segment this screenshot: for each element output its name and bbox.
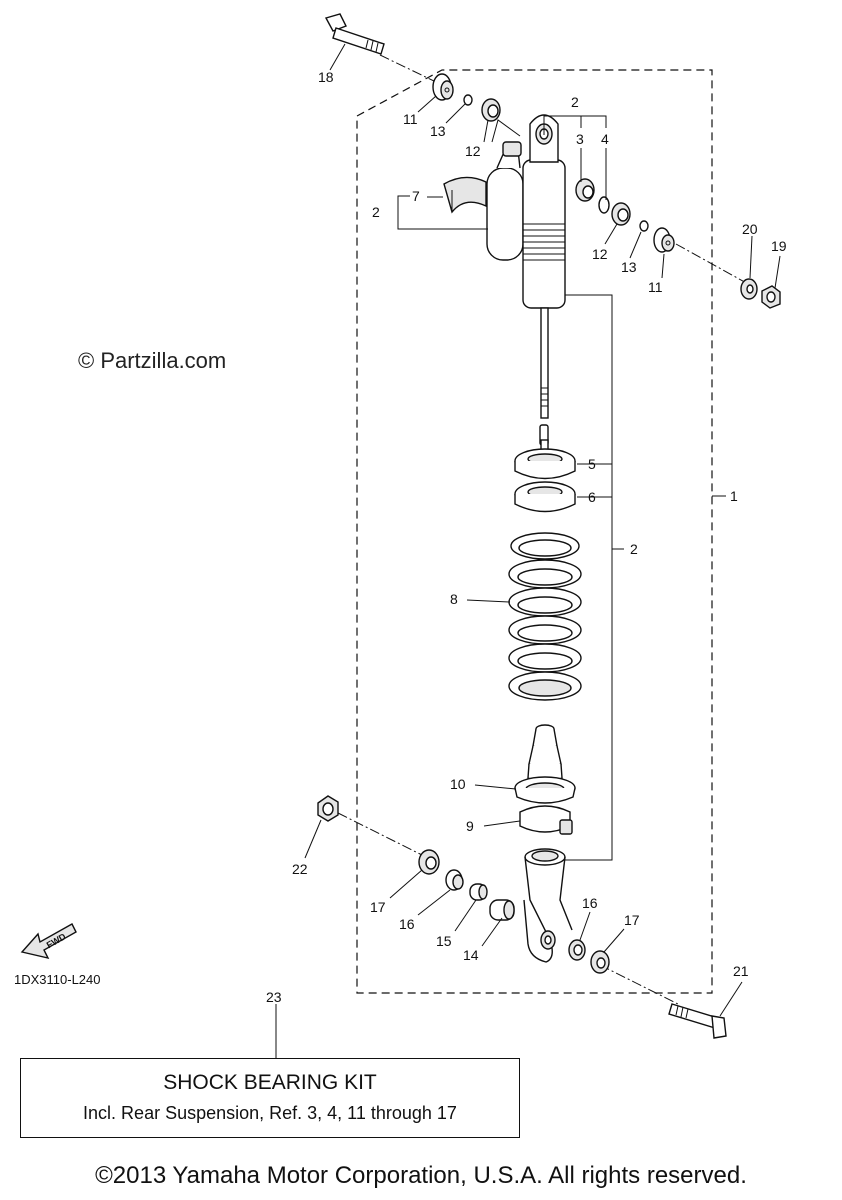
callout-6: 6 xyxy=(588,489,596,505)
part-15-collar xyxy=(469,883,488,901)
callout-7: 7 xyxy=(412,188,420,204)
diagram-code: 1DX3110-L240 xyxy=(14,972,101,987)
part-5-ring-nut xyxy=(514,448,576,480)
part-17-seal-lower xyxy=(418,849,440,875)
callout-2: 2 xyxy=(571,94,579,110)
upper-axis-line xyxy=(379,54,437,83)
part-12-seal-right xyxy=(611,202,631,226)
part-12-seal-upper xyxy=(481,98,501,122)
callout-20: 20 xyxy=(742,221,758,237)
callout-18: 18 xyxy=(318,69,334,85)
callout-15: 15 xyxy=(436,933,452,949)
part-11-collar-upper xyxy=(432,73,454,101)
callout-2: 2 xyxy=(372,204,380,220)
shock-rod xyxy=(539,307,549,453)
part-17-seal-right xyxy=(590,950,610,974)
lower-clevis xyxy=(523,848,573,963)
callout-13: 13 xyxy=(430,123,446,139)
upper-right-axis-line xyxy=(675,243,751,286)
part-6-lock-nut xyxy=(514,481,576,513)
reservoir-tank xyxy=(486,141,524,261)
copyright-notice: ©2013 Yamaha Motor Corporation, U.S.A. A… xyxy=(95,1162,747,1189)
callout-19: 19 xyxy=(771,238,787,254)
lower-axis-line xyxy=(337,812,429,859)
part-16-collar-lower xyxy=(445,869,464,891)
callout-4: 4 xyxy=(601,131,609,147)
part-3-bearing xyxy=(575,178,595,202)
callout-23: 23 xyxy=(266,989,282,1005)
part-22-nut xyxy=(317,795,339,822)
callout-5: 5 xyxy=(588,456,596,472)
kit-title: SHOCK BEARING KIT xyxy=(163,1071,377,1094)
callout-8: 8 xyxy=(450,591,458,607)
callouts: 18 11 13 12 2 3 4 7 2 12 13 11 20 19 5 6… xyxy=(266,69,787,1005)
callout-21: 21 xyxy=(733,963,749,979)
callout-11: 11 xyxy=(403,111,418,127)
callout-12: 12 xyxy=(592,246,608,262)
assembly-boundary xyxy=(356,69,713,994)
callout-3: 3 xyxy=(576,131,584,147)
part-14-bearing xyxy=(489,899,515,921)
callout-14: 14 xyxy=(463,947,479,963)
callout-12: 12 xyxy=(465,143,481,159)
part-18-bolt xyxy=(324,13,385,55)
fwd-arrow-icon: FWD xyxy=(20,923,77,960)
callout-10: 10 xyxy=(450,776,466,792)
callout-11: 11 xyxy=(648,279,663,295)
part-4-circlip xyxy=(598,196,610,214)
part-19-nut xyxy=(761,285,781,309)
callout-13: 13 xyxy=(621,259,637,275)
part-13-oring-upper xyxy=(463,94,473,106)
callout-16: 16 xyxy=(582,895,598,911)
kit-description: Incl. Rear Suspension, Ref. 3, 4, 11 thr… xyxy=(83,1103,457,1123)
callout-16: 16 xyxy=(399,916,415,932)
shock-bearing-kit-box: SHOCK BEARING KIT Incl. Rear Suspension,… xyxy=(20,1058,520,1138)
part-11-collar-right xyxy=(653,227,675,253)
part-21-bolt xyxy=(668,1003,727,1039)
callout-1: 1 xyxy=(730,488,738,504)
callout-9: 9 xyxy=(466,818,474,834)
part-10-spring-guide xyxy=(514,776,576,804)
part-2-shock-body xyxy=(522,114,566,309)
callout-17: 17 xyxy=(370,899,386,915)
bump-rubber xyxy=(527,724,563,783)
leader-lines xyxy=(275,43,781,1058)
part-13-oring-right xyxy=(639,220,649,232)
part-8-spring xyxy=(508,532,582,701)
part-16-collar-right xyxy=(568,939,586,961)
lower-right-axis-line xyxy=(599,964,681,1006)
part-9-spring-seat xyxy=(519,805,573,835)
part-7-band xyxy=(443,176,487,214)
partzilla-watermark: © Partzilla.com xyxy=(78,348,227,373)
callout-2: 2 xyxy=(630,541,638,557)
part-20-washer xyxy=(740,278,758,300)
callout-22: 22 xyxy=(292,861,308,877)
callout-17: 17 xyxy=(624,912,640,928)
